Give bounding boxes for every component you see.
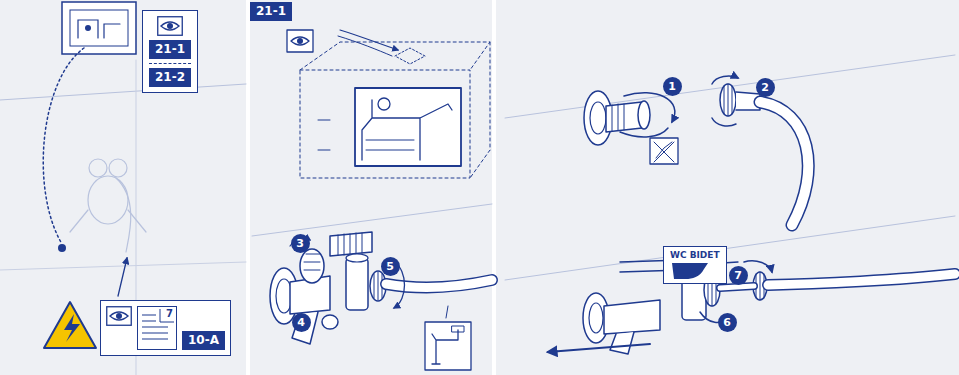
middle-panel xyxy=(250,0,492,375)
eye-icon xyxy=(157,16,183,36)
callout-number: 3 xyxy=(291,234,310,253)
left-scene xyxy=(0,2,246,375)
callout-number: 5 xyxy=(381,257,400,276)
step-tag: 21-1 xyxy=(149,40,191,59)
callout-number: 1 xyxy=(663,77,682,96)
step-tag: 21-2 xyxy=(149,68,191,87)
eye-icon xyxy=(106,306,132,326)
manual-page-icon: 7 xyxy=(137,306,177,350)
bowl-icon xyxy=(670,261,710,281)
fixture-label: WC BIDET xyxy=(670,250,720,261)
dashed-divider xyxy=(149,63,191,64)
middle-scene xyxy=(252,30,492,370)
callout-number: 4 xyxy=(292,313,311,332)
callout-number: 7 xyxy=(729,266,748,285)
reference-box: 21-1 21-2 xyxy=(142,10,198,93)
step-tag: 21-1 xyxy=(250,2,292,21)
right-scene xyxy=(505,55,955,354)
section-tag: 10-A xyxy=(182,331,225,350)
wc-bidet-box: WC BIDET xyxy=(663,246,727,284)
callout-number: 6 xyxy=(718,313,737,332)
manual-reference-box: 7 10-A xyxy=(100,300,231,356)
left-panel xyxy=(0,0,246,375)
page-number: 7 xyxy=(165,308,174,319)
callout-number: 2 xyxy=(756,78,775,97)
step-header-tag: 21-1 xyxy=(250,2,292,21)
right-panel xyxy=(496,0,959,375)
